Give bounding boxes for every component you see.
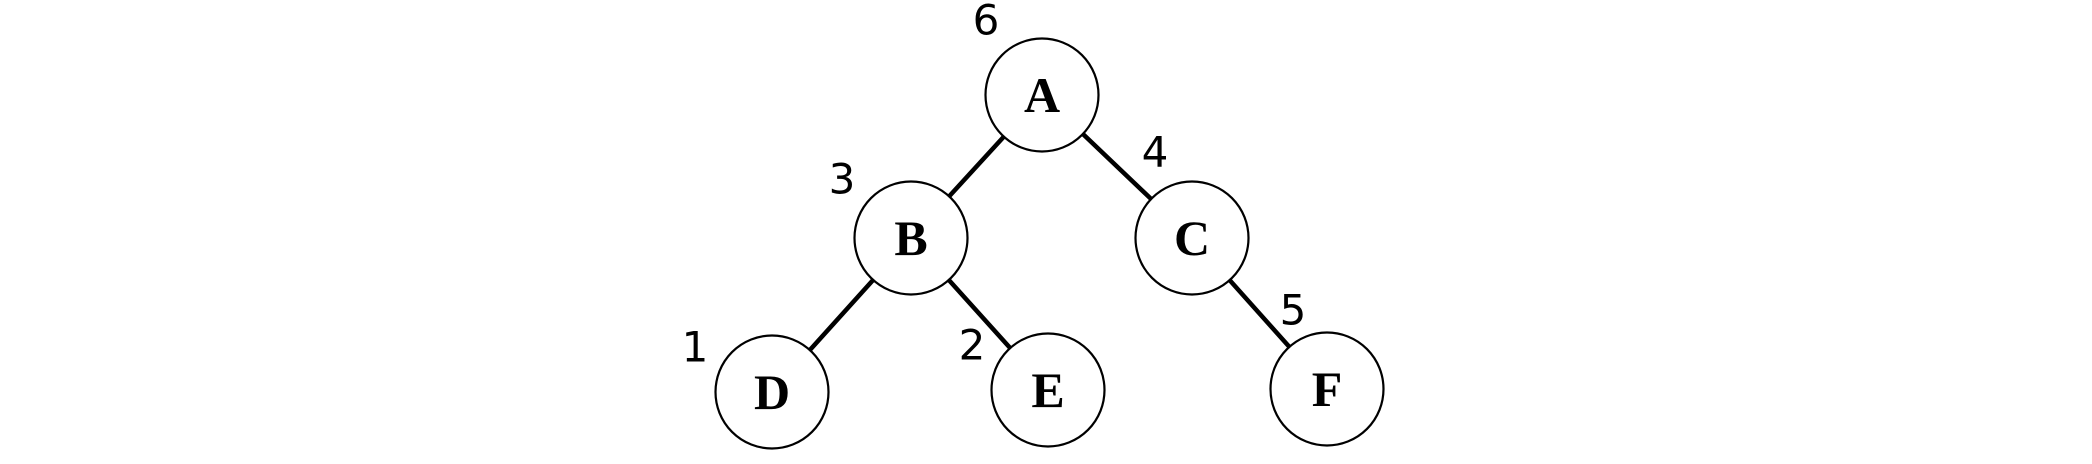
tree-node-B-label: B [894,210,927,266]
tree-node-D-label: D [754,364,790,420]
tree-node-F-label: F [1312,361,1343,417]
tree-node-E-circle [990,332,1106,448]
tree-node-C-circle [1134,180,1250,296]
tree-nodes-layer: A B C D E F [714,37,1385,450]
tree-node-E-label: E [1031,362,1064,418]
tree-node-F-circle [1269,331,1385,447]
tree-node-C-label: C [1174,210,1210,266]
tree-node-F-number: 5 [1280,286,1307,335]
tree-node-B-number: 3 [829,155,856,204]
tree-node-A-circle [984,37,1100,153]
tree-numbers-layer: 6 3 4 1 2 5 [682,0,1307,372]
tree-node-C-number: 4 [1142,128,1169,177]
tree-node-A-number: 6 [973,0,1000,45]
tree-node-D-number: 1 [682,323,709,372]
tree-node-B-circle [853,180,969,296]
tree-node-A-label: A [1024,67,1060,123]
tree-node-E-number: 2 [959,321,986,370]
tree-node-D-circle [714,334,830,450]
